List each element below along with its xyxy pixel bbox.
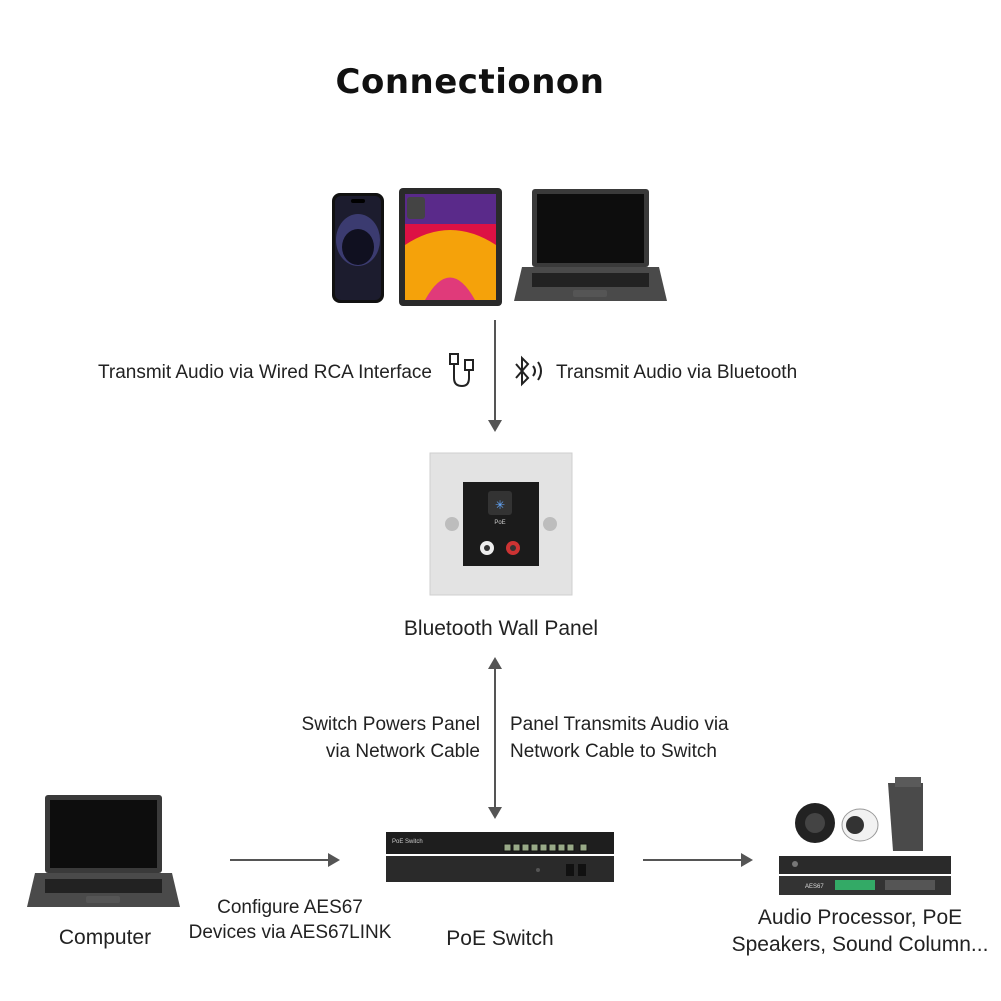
- smartphone-icon: [332, 193, 384, 303]
- audio-processor-icon: AES67: [779, 856, 951, 895]
- poe-switch-label: PoE Switch: [446, 927, 554, 950]
- svg-text:✳: ✳: [495, 498, 505, 512]
- configure-line1: Configure AES67: [217, 897, 363, 918]
- speaker-icon: [795, 777, 923, 851]
- diagram-title: Connectionon: [335, 62, 605, 102]
- rack-brand: AES67: [805, 884, 824, 890]
- arrow-computer-to-switch: [230, 853, 340, 867]
- source-devices: [332, 188, 667, 306]
- wired-label: Transmit Audio via Wired RCA Interface: [97, 362, 432, 383]
- usb-cable-icon: [449, 353, 474, 388]
- bluetooth-label: Transmit Audio via Bluetooth: [556, 362, 798, 383]
- bluetooth-icon: [515, 355, 542, 387]
- arrow-down: [488, 320, 502, 432]
- arrow-bidirectional: [488, 657, 502, 819]
- laptop-icon: [514, 189, 667, 301]
- panel-transmits-line1: Panel Transmits Audio via: [510, 714, 729, 735]
- wall-panel-label: Bluetooth Wall Panel: [403, 617, 599, 640]
- audio-label-line2: Speakers, Sound Column...: [731, 933, 989, 956]
- wall-panel-icon: ✳ PoE: [429, 452, 573, 596]
- tablet-icon: [399, 188, 502, 306]
- panel-badge: PoE: [494, 520, 505, 526]
- audio-equipment: AES67: [779, 777, 951, 895]
- computer-label: Computer: [58, 926, 152, 949]
- configure-line2: Devices via AES67LINK: [188, 922, 392, 943]
- arrow-switch-to-audio: [643, 853, 753, 867]
- switch-powers-line1: Switch Powers Panel: [301, 714, 480, 735]
- poe-switch-icon: PoE Switch: [386, 832, 614, 882]
- switch-brand: PoE Switch: [392, 839, 423, 845]
- computer-laptop-icon: [27, 795, 180, 907]
- switch-powers-line2: via Network Cable: [325, 741, 480, 762]
- panel-transmits-line2: Network Cable to Switch: [510, 741, 717, 762]
- audio-label-line1: Audio Processor, PoE: [757, 906, 963, 929]
